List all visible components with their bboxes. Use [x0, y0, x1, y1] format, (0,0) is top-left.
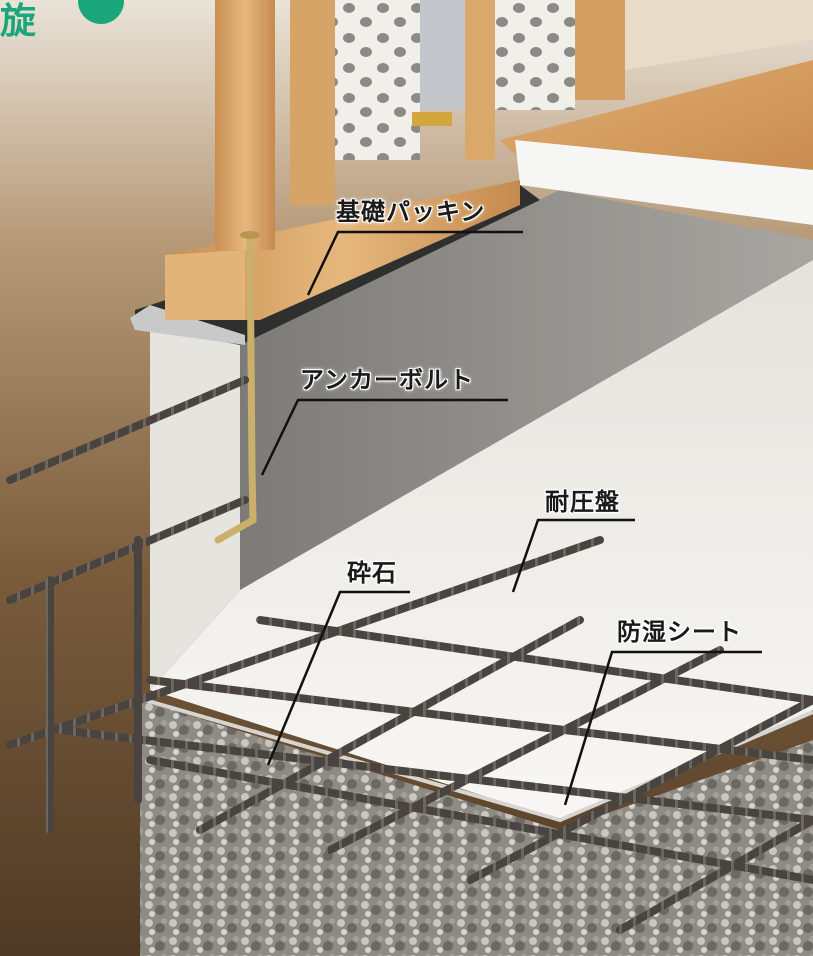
wall-metal-bracket	[420, 0, 465, 110]
wall-panel-right	[625, 0, 813, 70]
section-heading: 旋	[0, 1, 36, 42]
label-pressure-slab: 耐圧盤	[545, 488, 620, 516]
wall-insulation-left	[335, 0, 420, 160]
sill-beam-front	[165, 250, 245, 320]
label-crushed-stone: 砕石	[347, 559, 397, 587]
label-anchor-bolt: アンカーボルト	[300, 366, 475, 394]
rebar-bar	[196, 616, 584, 834]
label-moisture-sheet: 防湿シート	[617, 618, 742, 646]
label-foundation-packing: 基礎パッキン	[336, 198, 486, 226]
wall-post-1	[290, 0, 335, 205]
wall-insulation-right	[495, 0, 575, 110]
wall-post-3	[575, 0, 625, 100]
rebar-bar	[6, 376, 249, 484]
anchor-nut	[412, 112, 452, 126]
rebar-bar	[146, 676, 813, 764]
wall-post-2	[465, 0, 495, 160]
wall-frame-left	[215, 0, 275, 250]
rebar-bar	[466, 696, 813, 884]
rebar-bar	[146, 756, 813, 884]
rebar-bar	[326, 646, 724, 854]
rebar-bar	[256, 616, 813, 704]
rebar-bar	[616, 816, 813, 934]
rebar-bar	[6, 536, 604, 749]
rebar-mesh	[6, 376, 813, 934]
leader-foundation-packing	[306, 230, 523, 296]
gravel-layer	[140, 700, 813, 956]
foundation-wall-front	[150, 330, 240, 690]
floor-insulation	[515, 140, 813, 225]
leader-pressure-slab	[511, 518, 635, 593]
foundation-wall-inner	[240, 190, 813, 590]
anchor-bolt	[214, 231, 257, 544]
leader-anchor-bolt	[260, 398, 508, 476]
anchor-bolt-head	[240, 231, 260, 239]
leader-moisture-sheet	[563, 650, 762, 806]
packing-metal-edge	[130, 305, 245, 345]
leader-lines	[260, 230, 762, 806]
rebar-bar	[56, 726, 813, 824]
leader-crushed-stone	[266, 590, 410, 766]
